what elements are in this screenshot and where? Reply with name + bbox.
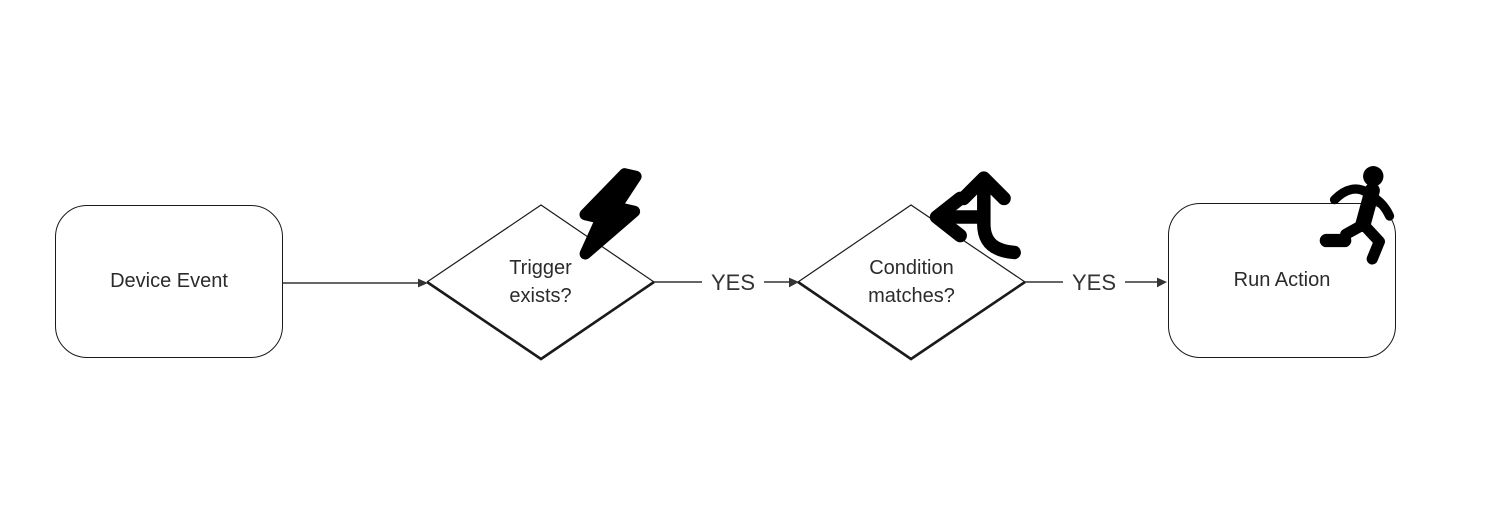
edge-device-to-trigger (283, 278, 428, 288)
arrowhead-icon (418, 278, 428, 288)
arrowhead-icon (1157, 277, 1167, 288)
node-run-action: Run Action (1168, 203, 1396, 358)
edge-label-yes-2: YES (1062, 270, 1126, 296)
arrowhead-icon (789, 277, 799, 288)
running-person-icon (1319, 166, 1395, 265)
node-run-action-label: Run Action (1233, 269, 1331, 291)
node-device-event: Device Event (55, 205, 283, 358)
edge-label-yes-1: YES (701, 270, 765, 296)
decision-diamond-condition (797, 204, 1026, 361)
lightning-bolt-icon (579, 168, 642, 260)
directions-split-icon (929, 171, 1021, 260)
node-device-event-label: Device Event (110, 270, 228, 292)
